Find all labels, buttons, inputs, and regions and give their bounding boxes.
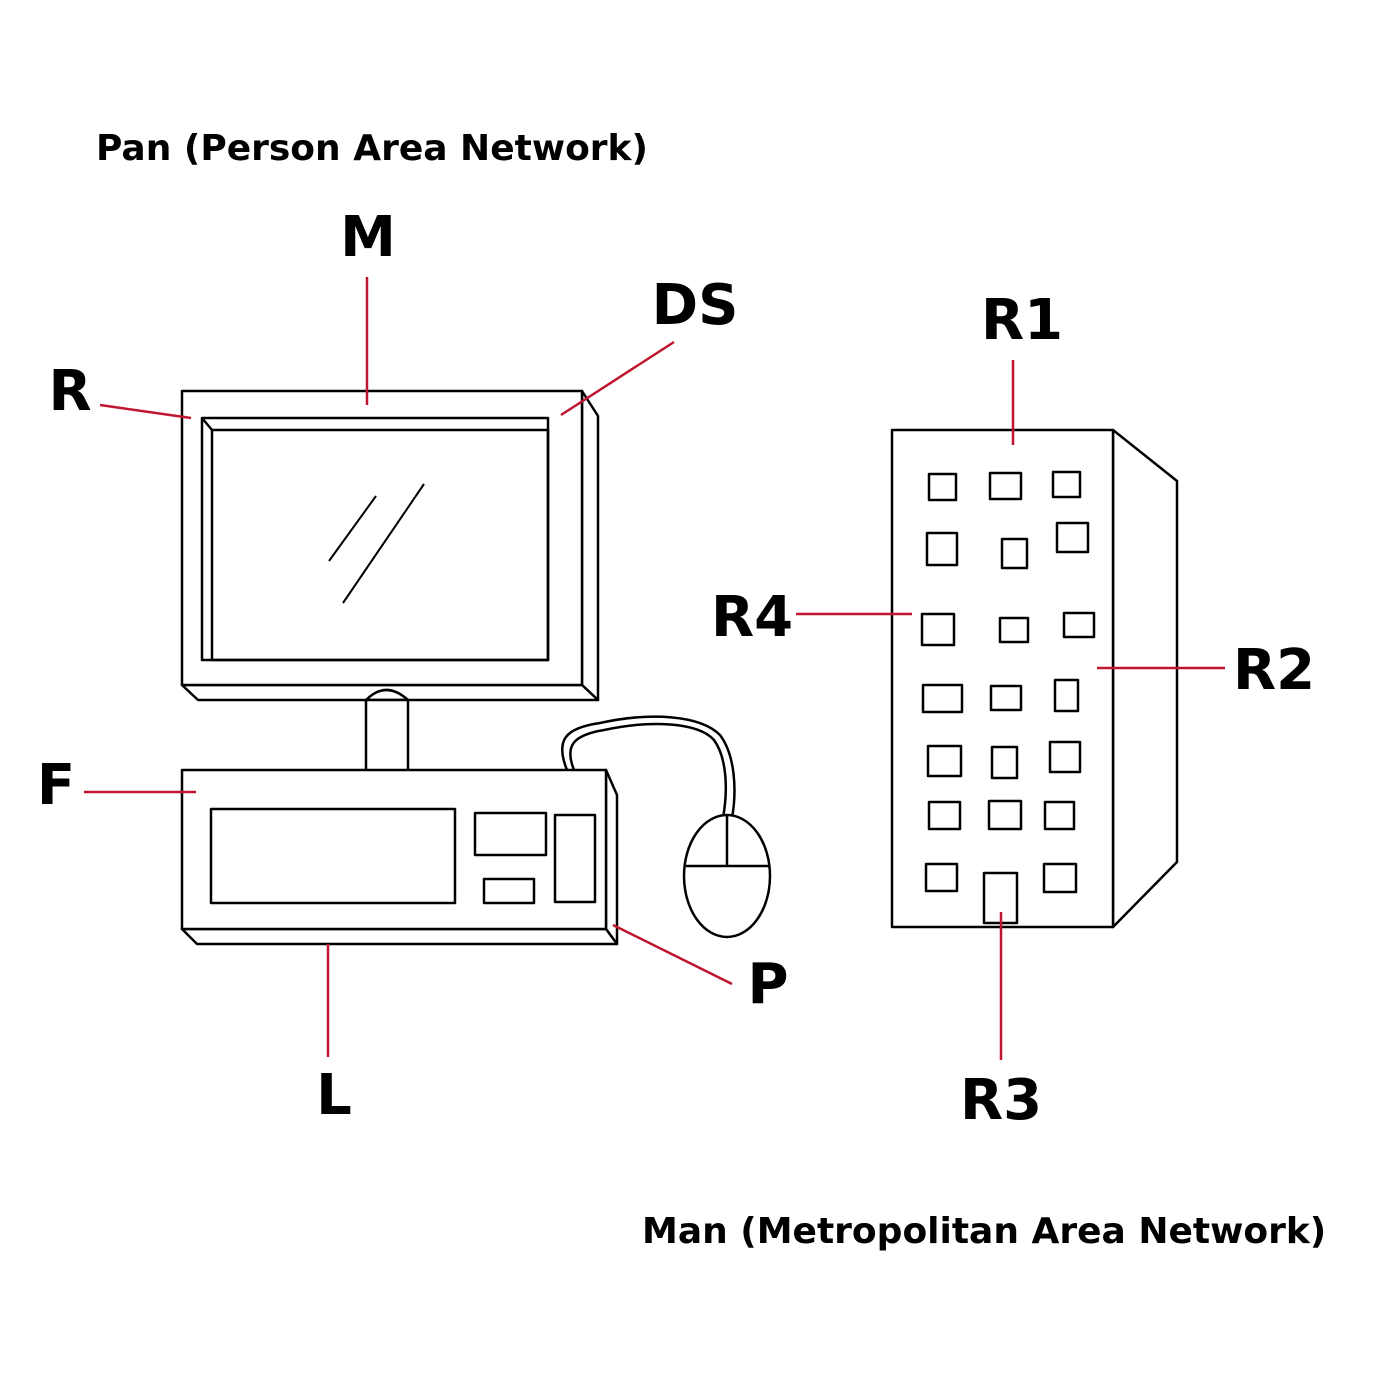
label-ds: DS xyxy=(652,273,739,338)
man-caption: Man (Metropolitan Area Network) xyxy=(642,1211,1326,1252)
labels: M DS R F L P R1 R2 R3 R4 xyxy=(37,205,1315,1133)
label-f: F xyxy=(37,753,75,818)
label-r3: R3 xyxy=(960,1068,1042,1133)
label-r2: R2 xyxy=(1233,638,1315,703)
monitor-neck xyxy=(364,688,410,784)
system-unit xyxy=(180,768,619,946)
building-front xyxy=(890,428,1115,929)
mouse-cable xyxy=(560,715,736,819)
label-r4: R4 xyxy=(711,585,793,650)
building-illustration xyxy=(890,428,1179,929)
drive-bay xyxy=(209,807,457,905)
leader-ds xyxy=(560,340,675,417)
label-m: M xyxy=(340,205,396,270)
leader-r xyxy=(99,403,192,420)
leader-p xyxy=(612,923,733,986)
leader-lines xyxy=(84,277,1225,1060)
pan-caption: Pan (Person Area Network) xyxy=(96,128,648,169)
screen-glare xyxy=(328,495,377,562)
label-r: R xyxy=(48,359,91,424)
computer-illustration xyxy=(180,389,772,946)
label-r1: R1 xyxy=(981,288,1063,353)
building-windows xyxy=(920,470,1096,894)
label-l: L xyxy=(316,1063,352,1128)
monitor-frame xyxy=(180,389,584,687)
system-unit-front xyxy=(180,768,608,931)
label-p: P xyxy=(747,952,788,1017)
mouse xyxy=(682,813,772,939)
monitor-screen xyxy=(210,428,550,662)
monitor xyxy=(180,389,600,702)
